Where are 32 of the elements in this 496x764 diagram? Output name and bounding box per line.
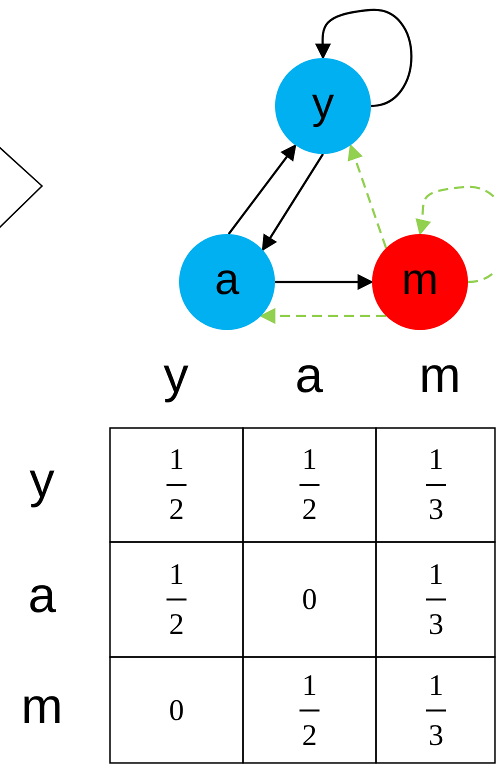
arrow xyxy=(348,144,388,248)
arrow xyxy=(262,153,324,252)
denominator: 3 xyxy=(428,606,444,642)
numerator: 1 xyxy=(168,556,185,592)
denominator: 2 xyxy=(168,492,185,528)
numerator: 1 xyxy=(428,556,444,592)
numerator: 1 xyxy=(301,668,318,704)
arrow xyxy=(314,8,412,108)
column-header: y xyxy=(162,350,190,400)
row-header: a xyxy=(27,570,57,620)
denominator: 3 xyxy=(428,492,444,528)
cell-value: 0 xyxy=(168,692,185,728)
denominator: 2 xyxy=(301,718,318,754)
cell-value: 0 xyxy=(301,582,318,618)
arrow xyxy=(414,186,496,284)
row-header: y xyxy=(28,455,56,505)
numerator: 1 xyxy=(301,442,318,478)
denominator: 2 xyxy=(301,492,318,528)
column-header: m xyxy=(418,350,462,400)
column-header: a xyxy=(294,350,324,400)
arrow xyxy=(228,144,296,235)
denominator: 3 xyxy=(428,718,444,754)
row-header: m xyxy=(20,680,64,730)
numerator: 1 xyxy=(168,442,185,478)
arrow xyxy=(275,274,374,290)
numerator: 1 xyxy=(428,442,444,478)
node-label: y xyxy=(312,82,334,126)
node-label: m xyxy=(402,258,438,302)
node-label: a xyxy=(214,258,240,302)
arrow xyxy=(259,308,386,324)
numerator: 1 xyxy=(428,668,444,704)
denominator: 2 xyxy=(168,606,185,642)
